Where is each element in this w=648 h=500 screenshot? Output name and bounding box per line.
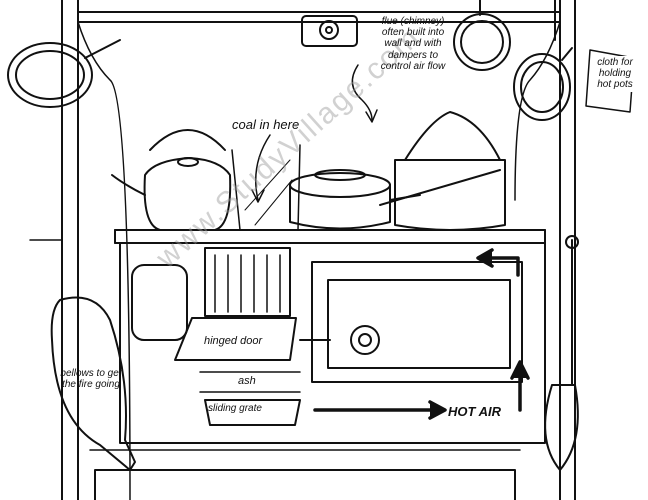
label-hinged-door: hinged door: [204, 335, 263, 347]
bellows: [50, 296, 136, 471]
hinged-door: [174, 317, 297, 361]
label-bellows: bellows to get the fire going: [60, 368, 122, 391]
pointer-lines: [251, 64, 378, 203]
kettle: [111, 129, 232, 231]
label-hot-air: HOT AIR: [448, 404, 501, 419]
fireplace-surround: [29, 0, 576, 500]
label-sliding-grate: sliding grate: [208, 403, 262, 414]
label-coal: coal in here: [232, 117, 300, 132]
label-flue: flue (chimney) often built into wall and…: [380, 16, 446, 72]
hearth-base: [89, 449, 521, 500]
hanging-pots-right: [453, 0, 635, 121]
coal-chute: [231, 144, 301, 231]
ornament: [301, 15, 358, 47]
label-ash: ash: [238, 375, 256, 387]
fire-shovel: [544, 235, 579, 471]
hot-air-arrows: [313, 248, 530, 420]
cauldron: [379, 111, 506, 231]
range-body: [119, 242, 546, 444]
hanging-pan-left: [7, 39, 121, 108]
label-cloth: cloth for holding hot pots: [592, 56, 638, 92]
ash-pan: [199, 371, 301, 426]
